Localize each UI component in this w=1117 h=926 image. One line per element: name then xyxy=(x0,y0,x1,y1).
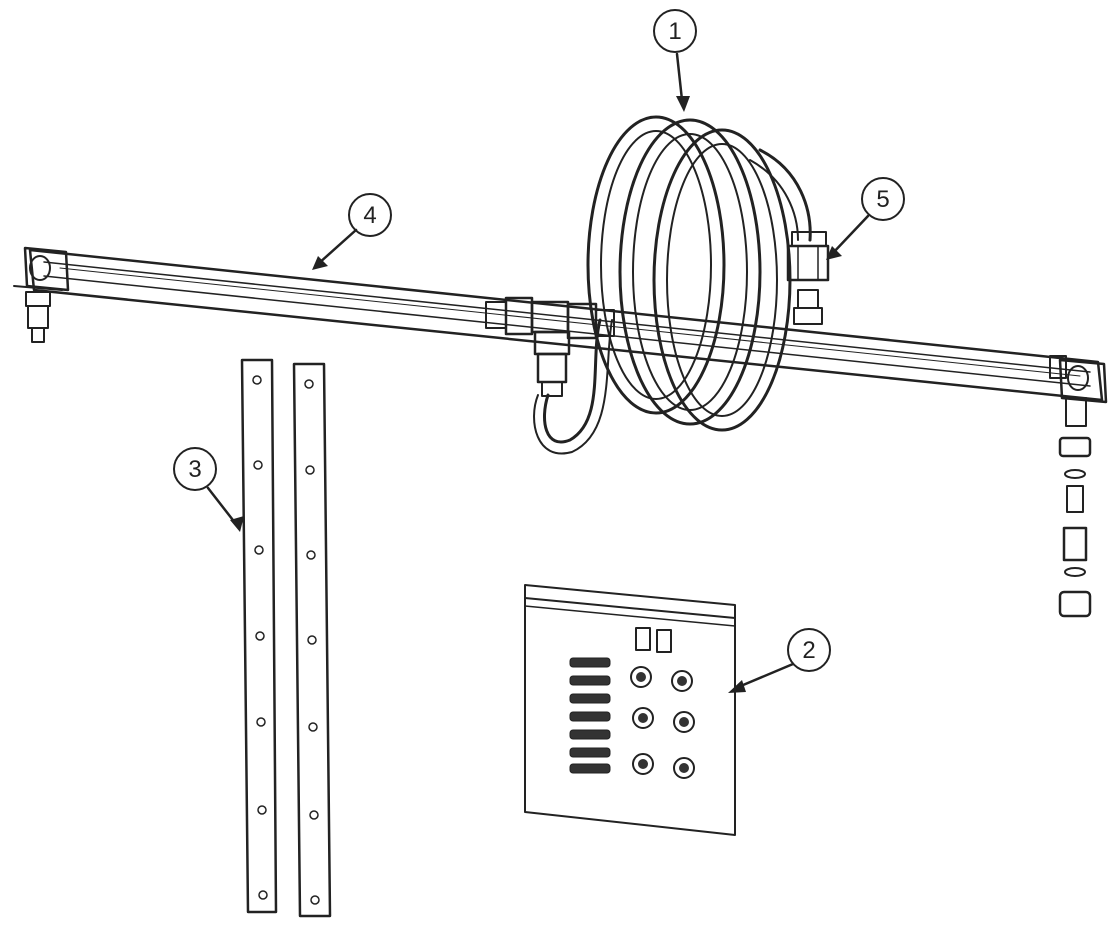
nuts xyxy=(630,666,695,779)
nozzle-parts xyxy=(1058,436,1092,618)
bolts xyxy=(569,657,611,774)
nozzle-caps xyxy=(635,627,672,653)
callout-label-3: 3 xyxy=(188,456,201,483)
hose-fitting xyxy=(786,231,830,325)
callout-4: 4 xyxy=(312,193,392,270)
spray-bar xyxy=(13,246,1108,427)
callout-2: 2 xyxy=(728,628,831,693)
callout-label-5: 5 xyxy=(876,186,889,213)
strip-holes xyxy=(252,375,320,905)
callout-label-2: 2 xyxy=(802,637,815,664)
callout-1: 1 xyxy=(653,9,697,112)
callout-3: 3 xyxy=(173,447,244,532)
mounting-strips xyxy=(240,358,332,918)
hose-coil xyxy=(533,115,812,455)
hardware-bag xyxy=(524,584,736,836)
callout-label-4: 4 xyxy=(363,202,376,229)
callout-5: 5 xyxy=(826,177,905,260)
callout-label-1: 1 xyxy=(668,18,681,45)
